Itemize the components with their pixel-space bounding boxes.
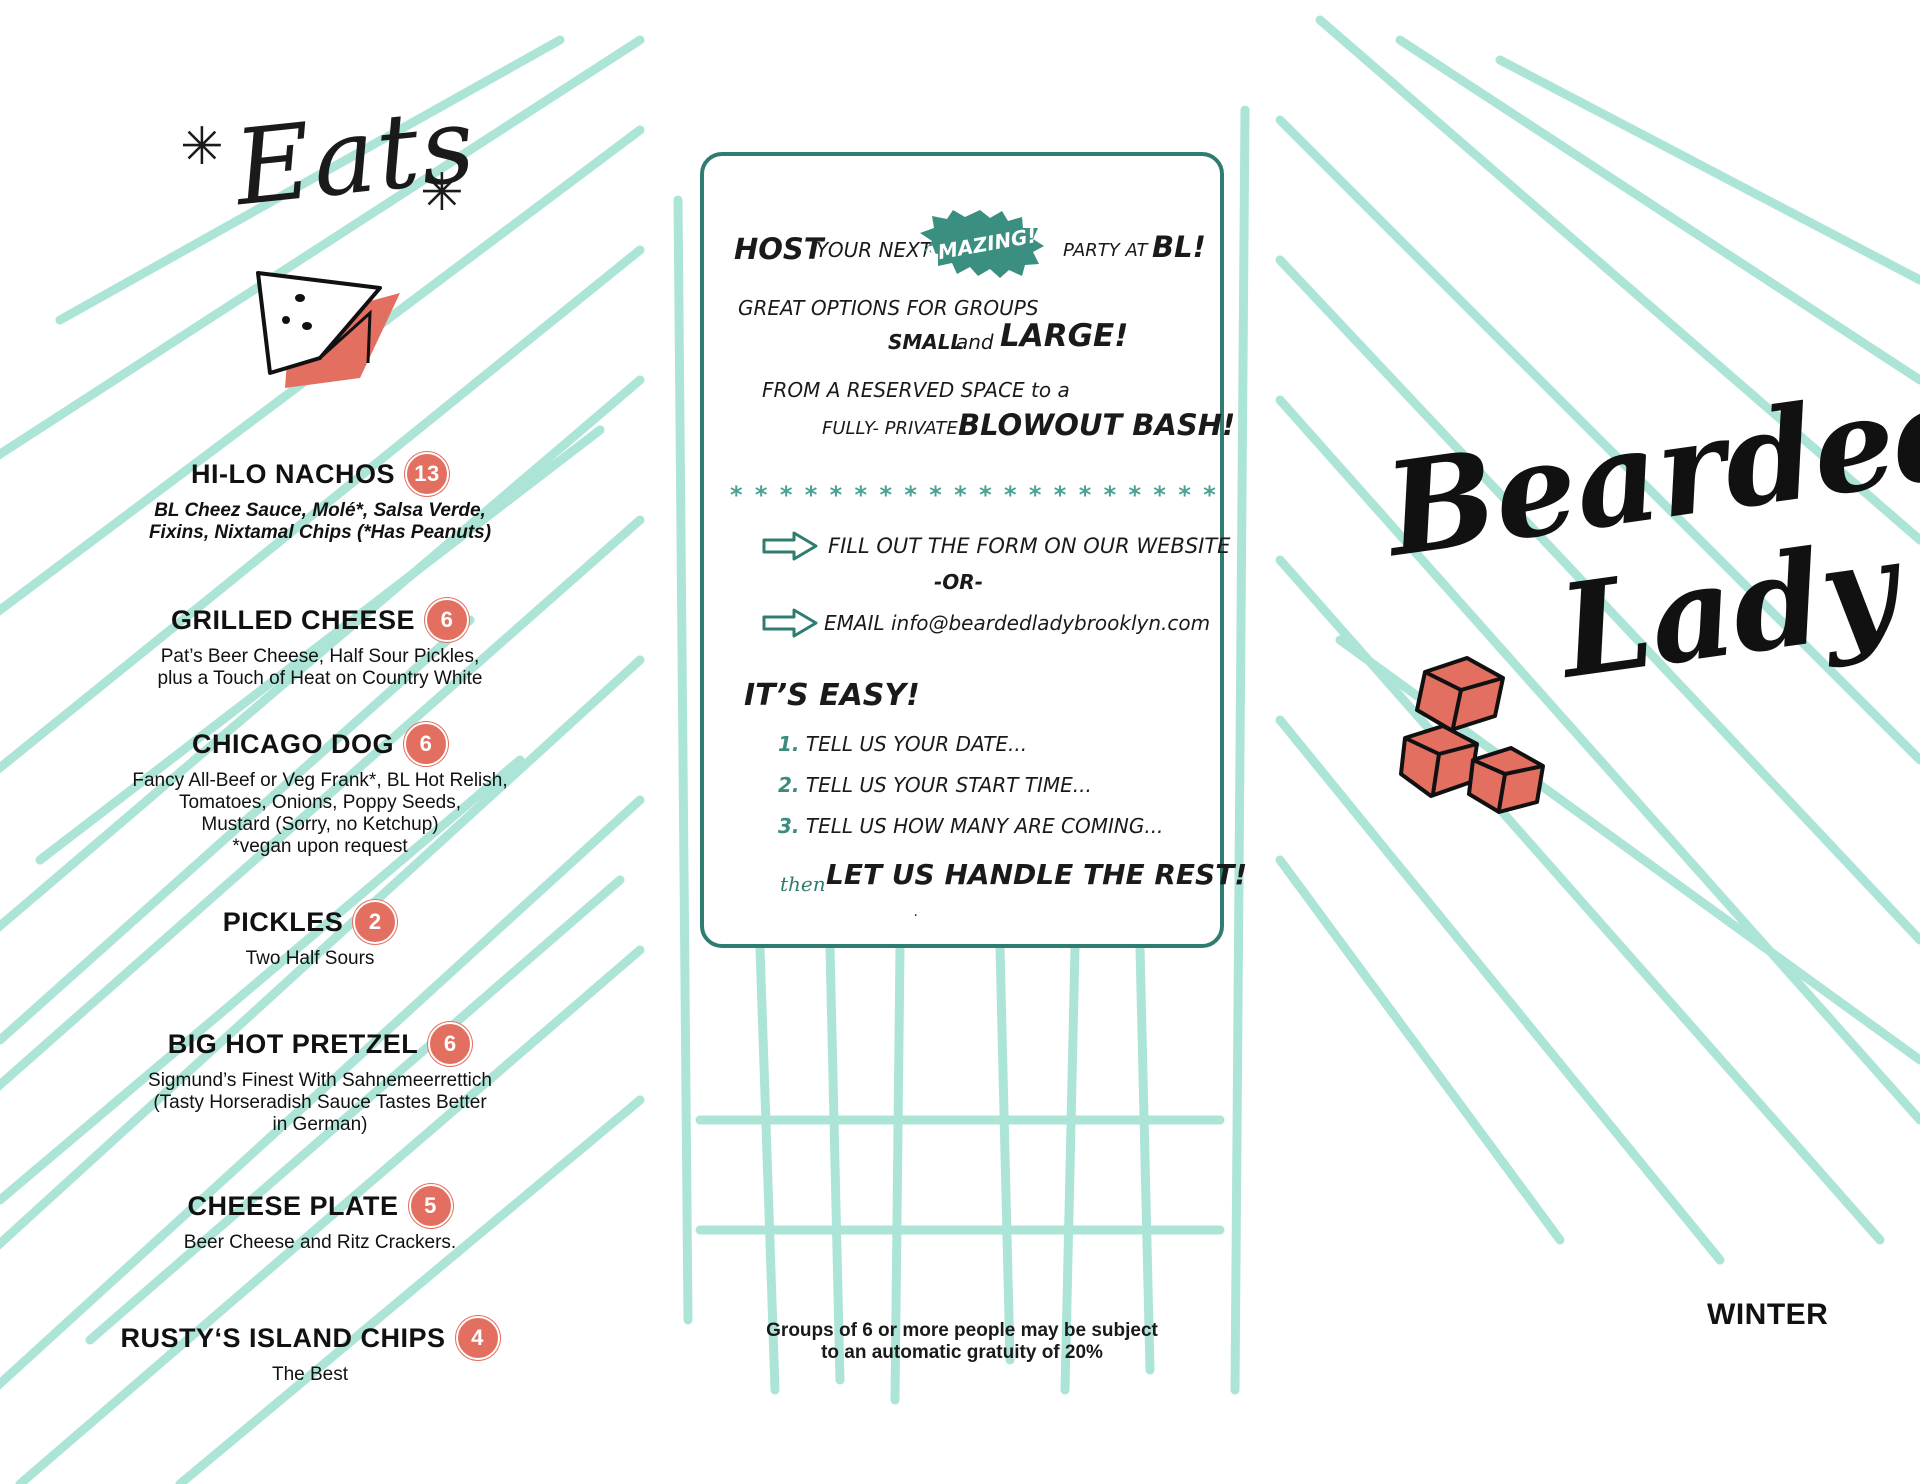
item-description: Sigmund’s Finest With Sahnemeerrettich (… xyxy=(148,1070,492,1135)
bl-text: BL! xyxy=(1152,230,1206,264)
handle-rest-text: LET US HANDLE THE REST! xyxy=(826,858,1248,891)
price-badge: 5 xyxy=(408,1184,453,1228)
step-number: 2. xyxy=(778,773,800,797)
or-text: -OR- xyxy=(934,570,984,594)
item-name: CHEESE PLATE xyxy=(187,1190,399,1221)
item-description: Beer Cheese and Ritz Crackers. xyxy=(183,1232,457,1253)
item-name: PICKLES xyxy=(222,906,344,937)
item-description: Two Half Sours xyxy=(245,948,375,969)
step-2: 2. TELL US YOUR START TIME... xyxy=(778,773,1092,797)
and-text: and xyxy=(956,330,994,354)
host-text: HOST xyxy=(734,232,824,266)
item-description: BL Cheez Sauce, Molé*, Salsa Verde, Fixi… xyxy=(148,500,492,543)
small-text: SMALL xyxy=(888,330,964,354)
fill-out-form-text: FILL OUT THE FORM ON OUR WEBSITE xyxy=(828,534,1231,558)
menu-item-pickles: PICKLES 2 Two Half Sours xyxy=(60,900,560,970)
your-next-text: YOUR NEXT xyxy=(816,238,933,262)
eats-heading: ✳ Eats ✳ xyxy=(180,83,482,235)
email-text: EMAIL info@beardedladybrooklyn.com xyxy=(824,611,1211,635)
its-easy-text: IT’S EASY! xyxy=(744,678,920,713)
ice-cubes-icon xyxy=(1399,656,1545,814)
season-label: WINTER xyxy=(1707,1298,1829,1331)
item-name: HI-LO NACHOS xyxy=(191,458,395,489)
price-badge: 6 xyxy=(404,722,448,766)
price-badge: 13 xyxy=(405,452,449,496)
dot-mark: . xyxy=(914,904,919,920)
great-options-text: GREAT OPTIONS FOR GROUPS xyxy=(738,296,1039,320)
item-description: Fancy All-Beef or Veg Frank*, BL Hot Rel… xyxy=(132,770,508,857)
step-1: 1. TELL US YOUR DATE... xyxy=(778,732,1027,756)
arrow-right-icon xyxy=(762,608,818,638)
step-number: 3. xyxy=(778,814,800,838)
menu-item-chips: RUSTY‘S ISLAND CHIPS 4 The Best xyxy=(60,1316,560,1386)
menu-item-cheese-plate: CHEESE PLATE 5 Beer Cheese and Ritz Crack… xyxy=(70,1184,570,1254)
price-badge: 6 xyxy=(425,598,470,642)
menu-item-grilled-cheese: GRILLED CHEESE 6 Pat’s Beer Cheese, Half … xyxy=(70,598,570,690)
menu-item-chicago-dog: CHICAGO DOG 6 Fancy All-Beef or Veg Frank… xyxy=(70,722,570,858)
blowout-text: BLOWOUT BASH! xyxy=(958,408,1236,442)
gratuity-text: Groups of 6 or more people may be subjec… xyxy=(766,1320,1158,1363)
step-text: TELL US YOUR START TIME... xyxy=(805,773,1092,797)
amazing-burst: AMAZING! xyxy=(919,210,1044,278)
item-name: RUSTY‘S ISLAND CHIPS xyxy=(120,1322,446,1353)
item-name: GRILLED CHEESE xyxy=(170,604,416,635)
menu-item-pretzel: BIG HOT PRETZEL 6 Sigmund’s Finest With S… xyxy=(70,1022,570,1136)
price-badge: 2 xyxy=(353,900,398,944)
step-text: TELL US YOUR DATE... xyxy=(805,732,1028,756)
large-text: LARGE! xyxy=(1000,318,1129,354)
reserved-space-text: FROM A RESERVED SPACE to a xyxy=(762,378,1070,402)
then-text: then xyxy=(780,872,826,896)
price-badge: 6 xyxy=(428,1022,473,1066)
eats-panel: ✳ Eats ✳ HI-LO NACHOS 13 BL Cheez Sauce, … xyxy=(0,0,640,1484)
item-description: Pat’s Beer Cheese, Half Sour Pickles, pl… xyxy=(157,646,483,689)
arrow-right-icon xyxy=(762,531,818,561)
item-name: CHICAGO DOG xyxy=(191,728,394,759)
fully-private-text: FULLY- PRIVATE xyxy=(822,418,958,439)
price-badge: 4 xyxy=(455,1316,500,1360)
step-number: 1. xyxy=(778,732,800,756)
star-icon: ✳ xyxy=(180,117,224,177)
gratuity-note: Groups of 6 or more people may be subjec… xyxy=(700,1320,1224,1364)
step-3: 3. TELL US HOW MANY ARE COMING... xyxy=(778,814,1163,838)
star-icon: ✳ xyxy=(420,163,464,223)
party-at-text: PARTY AT xyxy=(1063,240,1148,261)
party-card: HOST YOUR NEXT AMAZING! PARTY AT BL! GRE… xyxy=(700,152,1247,948)
item-name: BIG HOT PRETZEL xyxy=(167,1028,419,1059)
menu-item-nachos: HI-LO NACHOS 13 BL Cheez Sauce, Molé*, Sa… xyxy=(70,452,570,544)
star-divider: * * * * * * * * * * * * * * * * * * * * xyxy=(730,481,1218,509)
item-description: The Best xyxy=(271,1364,349,1385)
cheese-wedge-icon xyxy=(256,271,400,388)
step-text: TELL US HOW MANY ARE COMING... xyxy=(805,814,1164,838)
